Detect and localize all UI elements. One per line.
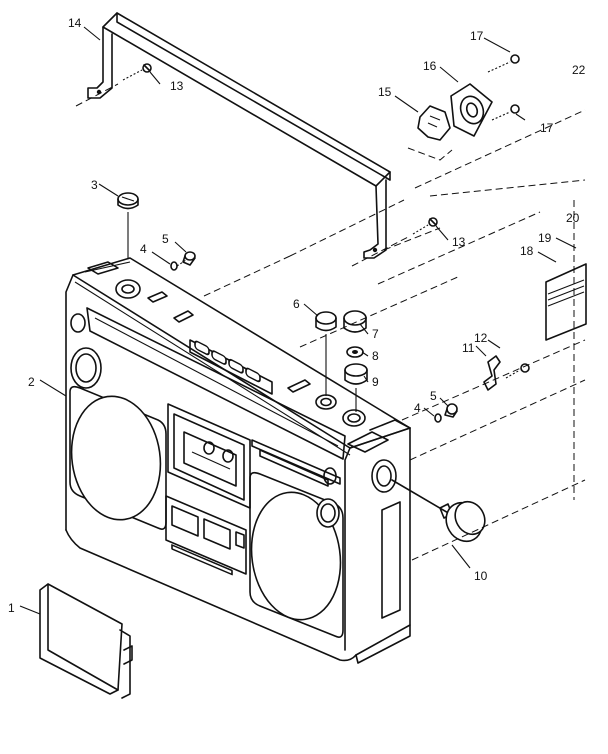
callout-22: 22 — [572, 63, 586, 77]
callout-17-bottom: 17 — [540, 121, 554, 135]
knob-7 — [343, 310, 367, 333]
callout-8: 8 — [372, 349, 379, 363]
callout-9: 9 — [372, 375, 379, 389]
callout-4-side: 4 — [414, 401, 421, 415]
washer-8 — [346, 346, 364, 358]
callout-1: 1 — [8, 601, 15, 615]
callout-labels: 1 2 3 4 4 5 5 6 7 8 9 10 11 12 13 13 14 … — [8, 16, 586, 615]
knob-9 — [344, 363, 368, 412]
speaker-screw-top — [487, 54, 520, 73]
callout-3: 3 — [91, 178, 98, 192]
leader-lines — [19, 26, 577, 615]
knob-5-side — [444, 403, 458, 418]
knob-6 — [315, 311, 337, 396]
callout-7: 7 — [372, 327, 379, 341]
callout-5-top: 5 — [162, 232, 169, 246]
handle-screw-right — [412, 217, 438, 235]
callout-5-side: 5 — [430, 389, 437, 403]
handle-screw-left — [122, 63, 152, 81]
bracket-guide-line — [407, 147, 453, 161]
callout-14: 14 — [68, 16, 82, 30]
radio-cabinet — [65, 257, 411, 664]
speaker-bracket — [417, 105, 451, 141]
speaker-screw-bottom — [491, 104, 520, 121]
callout-17-top: 17 — [470, 29, 484, 43]
callout-4-top: 4 — [140, 242, 147, 256]
preset-buttons — [194, 340, 261, 383]
callout-13-right: 13 — [452, 235, 466, 249]
cassette-door — [39, 583, 133, 699]
part-18-panel — [545, 263, 587, 341]
callout-19: 19 — [538, 231, 552, 245]
callout-10: 10 — [474, 569, 488, 583]
screw-12 — [505, 363, 530, 379]
callout-6: 6 — [293, 297, 300, 311]
washer-4-side — [434, 413, 442, 423]
callout-12: 12 — [474, 331, 488, 345]
callout-18: 18 — [520, 244, 534, 258]
callout-11: 11 — [462, 341, 475, 355]
tuning-knob-top — [117, 192, 139, 258]
callout-20: 20 — [566, 211, 580, 225]
tweeter-speaker — [450, 83, 493, 137]
knob-5-top — [182, 251, 196, 266]
guide-lines — [75, 83, 586, 561]
callout-16: 16 — [423, 59, 437, 73]
volume-knob-10 — [391, 479, 486, 543]
lever-11 — [483, 355, 501, 391]
callout-13-left: 13 — [170, 79, 184, 93]
callout-15: 15 — [378, 85, 392, 99]
callout-2: 2 — [28, 375, 35, 389]
washer-4-top — [170, 259, 187, 271]
carry-handle — [87, 12, 391, 259]
